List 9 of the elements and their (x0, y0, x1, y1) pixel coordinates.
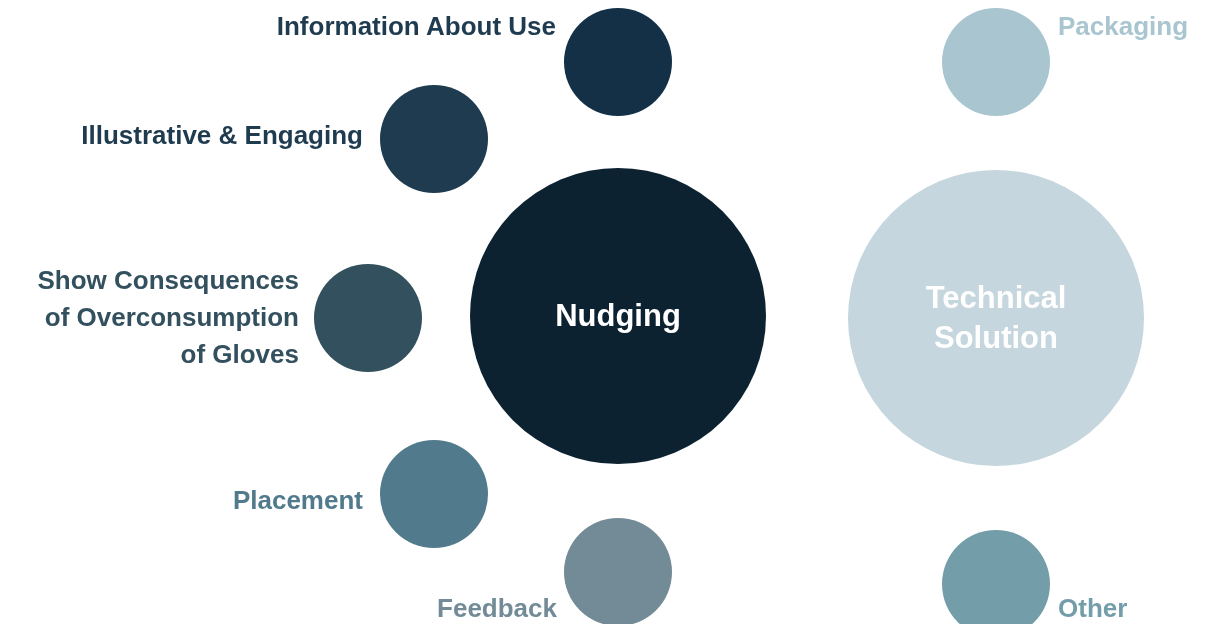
topic-label: Information About Use (275, 10, 556, 43)
circle-label: Nudging (554, 297, 682, 335)
topic-label: Illustrative & Engaging (80, 119, 363, 152)
circle-label: Technical Solution (924, 279, 1068, 357)
topic-label: Show Consequences of Overconsumption of Gloves (36, 264, 299, 371)
topic-label: Feedback (436, 592, 557, 624)
topic-label: Packaging (1058, 10, 1190, 43)
topic-label: Other (1058, 592, 1129, 624)
topic-label: Placement (231, 484, 363, 517)
